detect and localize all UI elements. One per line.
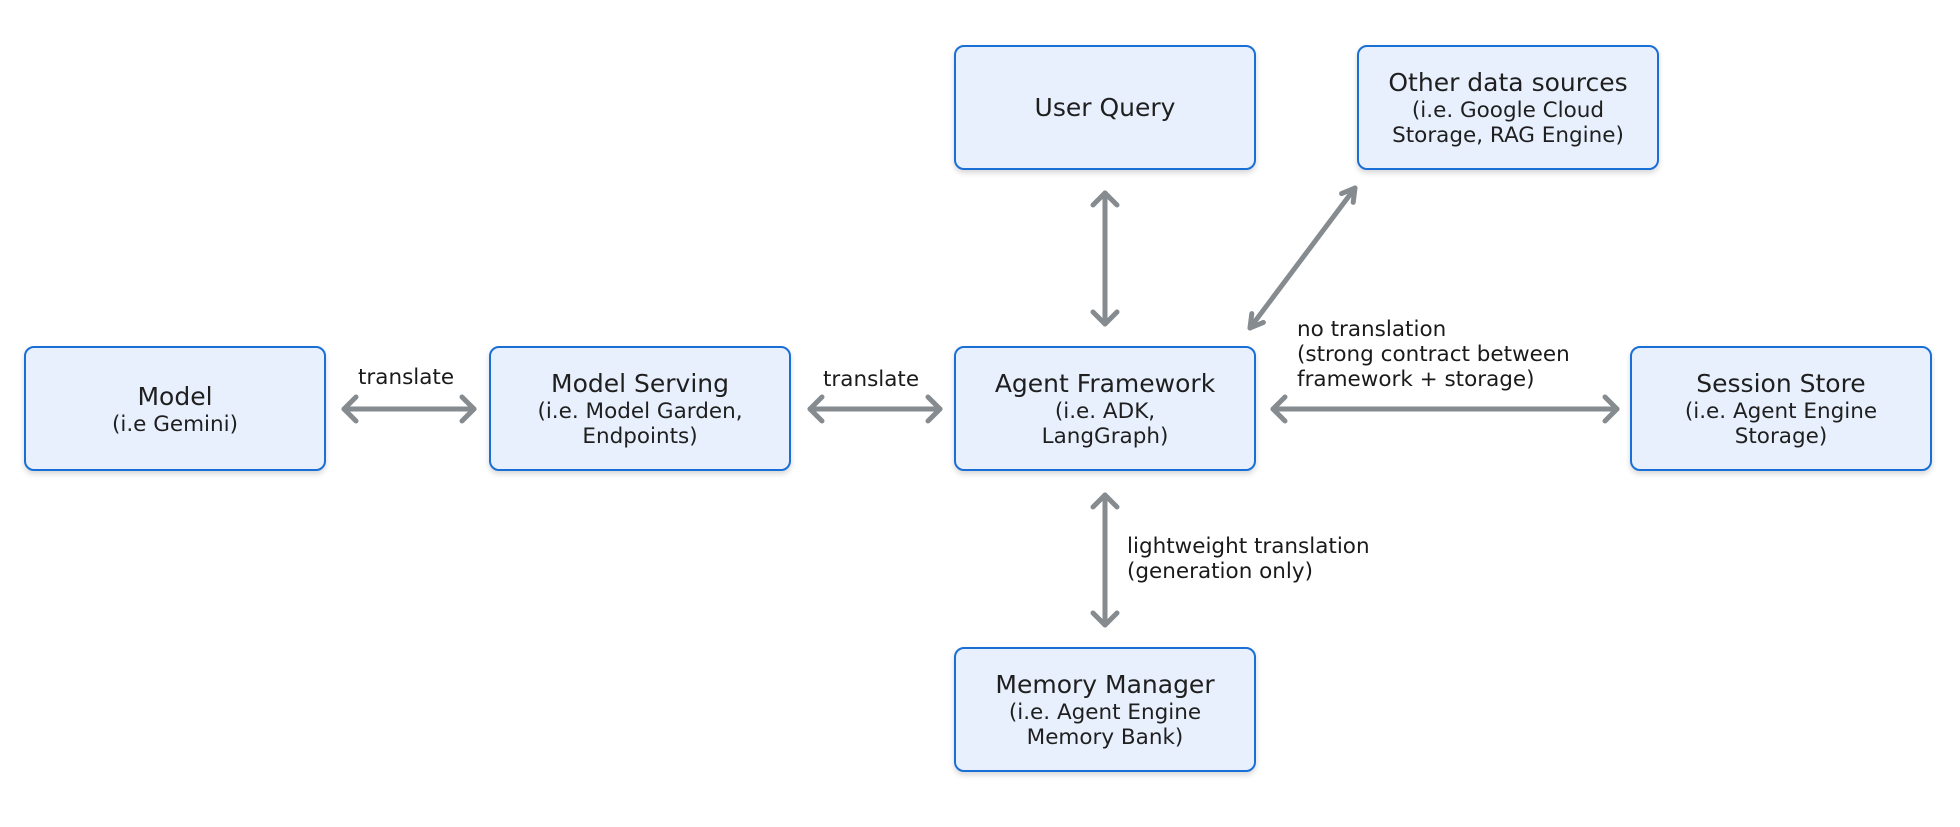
memory-manager-subtitle: (i.e. Agent Engine Memory Bank) — [1009, 700, 1201, 750]
model-serving-box: Model Serving (i.e. Model Garden, Endpoi… — [489, 346, 791, 471]
memory-manager-box: Memory Manager (i.e. Agent Engine Memory… — [954, 647, 1256, 772]
edge-label-serving-framework: translate — [823, 367, 920, 392]
session-store-title: Session Store — [1696, 369, 1866, 398]
other-data-sources-subtitle: (i.e. Google Cloud Storage, RAG Engine) — [1392, 98, 1624, 148]
arrow-model-serving — [341, 394, 477, 424]
edge-label-framework-session-line-2: (strong contract between — [1297, 342, 1570, 367]
other-data-sources-title: Other data sources — [1388, 68, 1628, 97]
other-data-sources-sub-line-2: Storage, RAG Engine) — [1392, 123, 1624, 148]
arrow-framework-memory — [1090, 492, 1120, 628]
agent-framework-subtitle: (i.e. ADK, LangGraph) — [1042, 399, 1169, 449]
agent-framework-sub-line-2: LangGraph) — [1041, 424, 1169, 449]
user-query-title: User Query — [1034, 93, 1176, 122]
model-title: Model — [137, 381, 213, 411]
other-data-sources-sub-line-1: (i.e. Google Cloud — [1411, 98, 1605, 123]
agent-framework-title: Agent Framework — [994, 369, 1216, 398]
memory-manager-sub-line-2: Memory Bank) — [1026, 725, 1184, 750]
edge-label-framework-session: no translation (strong contract between … — [1297, 317, 1570, 392]
session-store-subtitle: (i.e. Agent Engine Storage) — [1685, 399, 1877, 449]
arrow-framework-session — [1270, 394, 1620, 424]
session-store-box: Session Store (i.e. Agent Engine Storage… — [1630, 346, 1932, 471]
model-serving-sub-line-1: (i.e. Model Garden, — [537, 399, 743, 424]
arrow-framework-sources — [1247, 185, 1358, 331]
model-subtitle: (i.e Gemini) — [112, 412, 238, 437]
edge-label-framework-memory-line-1: lightweight translation — [1127, 534, 1370, 559]
edge-label-framework-memory-line-2: (generation only) — [1127, 559, 1314, 584]
arrow-query-framework — [1090, 190, 1120, 327]
model-serving-title: Model Serving — [551, 369, 729, 398]
other-data-sources-box: Other data sources (i.e. Google Cloud St… — [1357, 45, 1659, 170]
session-store-sub-line-2: Storage) — [1734, 424, 1828, 449]
memory-manager-title: Memory Manager — [995, 670, 1215, 699]
model-box: Model (i.e Gemini) — [24, 346, 326, 471]
edge-label-model-serving: translate — [358, 365, 455, 390]
memory-manager-sub-line-1: (i.e. Agent Engine — [1008, 700, 1202, 725]
arrow-serving-framework — [807, 394, 943, 424]
agent-framework-box: Agent Framework (i.e. ADK, LangGraph) — [954, 346, 1256, 471]
model-sub-line-1: (i.e Gemini) — [111, 411, 239, 437]
session-store-sub-line-1: (i.e. Agent Engine — [1684, 399, 1878, 424]
edge-label-framework-memory: lightweight translation (generation only… — [1127, 534, 1370, 584]
model-serving-sub-line-2: Endpoints) — [582, 424, 698, 449]
model-serving-subtitle: (i.e. Model Garden, Endpoints) — [537, 399, 742, 449]
edge-label-framework-session-line-1: no translation — [1297, 317, 1447, 342]
user-query-box: User Query — [954, 45, 1256, 170]
edge-label-framework-session-line-3: framework + storage) — [1297, 367, 1535, 392]
agent-framework-sub-line-1: (i.e. ADK, — [1054, 399, 1156, 424]
